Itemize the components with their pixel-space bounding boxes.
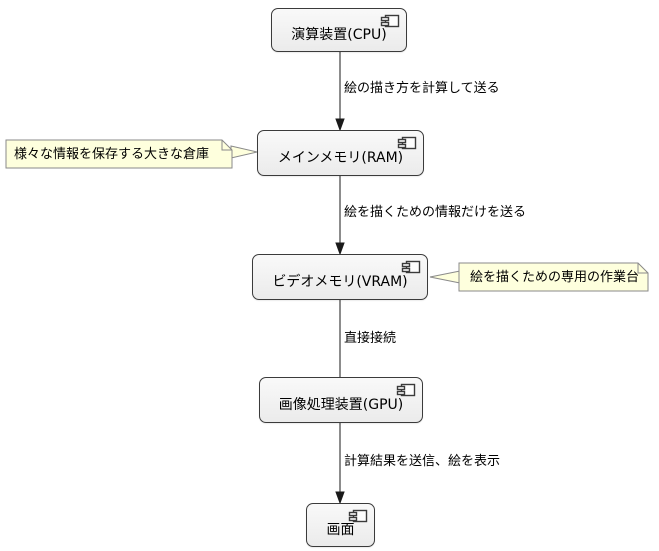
note-ram-pointer — [230, 145, 258, 159]
node-screen-label: 画面 — [326, 522, 355, 538]
node-gpu: 画像処理装置(GPU) — [259, 377, 423, 423]
arrowhead-cpu-ram — [335, 118, 345, 132]
component-icon — [396, 383, 416, 397]
node-vram: ビデオメモリ(VRAM) — [252, 254, 428, 300]
edge-label-gpu-screen: 計算結果を送信、絵を表示 — [344, 454, 501, 469]
note-vram-body — [458, 262, 649, 292]
node-vram-label: ビデオメモリ(VRAM) — [272, 274, 408, 290]
edge-label-cpu-ram: 絵の描き方を計算して送る — [344, 81, 500, 96]
note-vram-pointer — [429, 270, 461, 284]
note-ram-fold — [221, 140, 232, 151]
component-icon — [397, 136, 417, 150]
note-vram-fold — [637, 263, 648, 274]
node-gpu-label: 画像処理装置(GPU) — [278, 397, 404, 413]
node-cpu: 演算装置(CPU) — [271, 8, 407, 52]
note-vram-text: 絵を描くための専用の作業台 — [470, 270, 640, 285]
edge-label-ram-vram: 絵を描くための情報だけを送る — [344, 205, 527, 220]
edge-label-vram-gpu: 直接接続 — [344, 331, 397, 346]
component-icon — [401, 260, 421, 274]
arrowhead-gpu-screen — [335, 491, 345, 505]
node-ram: メインメモリ(RAM) — [257, 130, 424, 176]
component-icon — [380, 14, 400, 28]
note-ram-text: 様々な情報を保存する大きな倉庫 — [14, 147, 210, 162]
node-screen: 画面 — [306, 503, 375, 547]
node-cpu-label: 演算装置(CPU) — [291, 27, 387, 43]
component-icon — [348, 509, 368, 523]
note-ram-body — [5, 139, 233, 169]
node-ram-label: メインメモリ(RAM) — [277, 150, 404, 166]
arrowhead-ram-vram — [335, 242, 345, 256]
